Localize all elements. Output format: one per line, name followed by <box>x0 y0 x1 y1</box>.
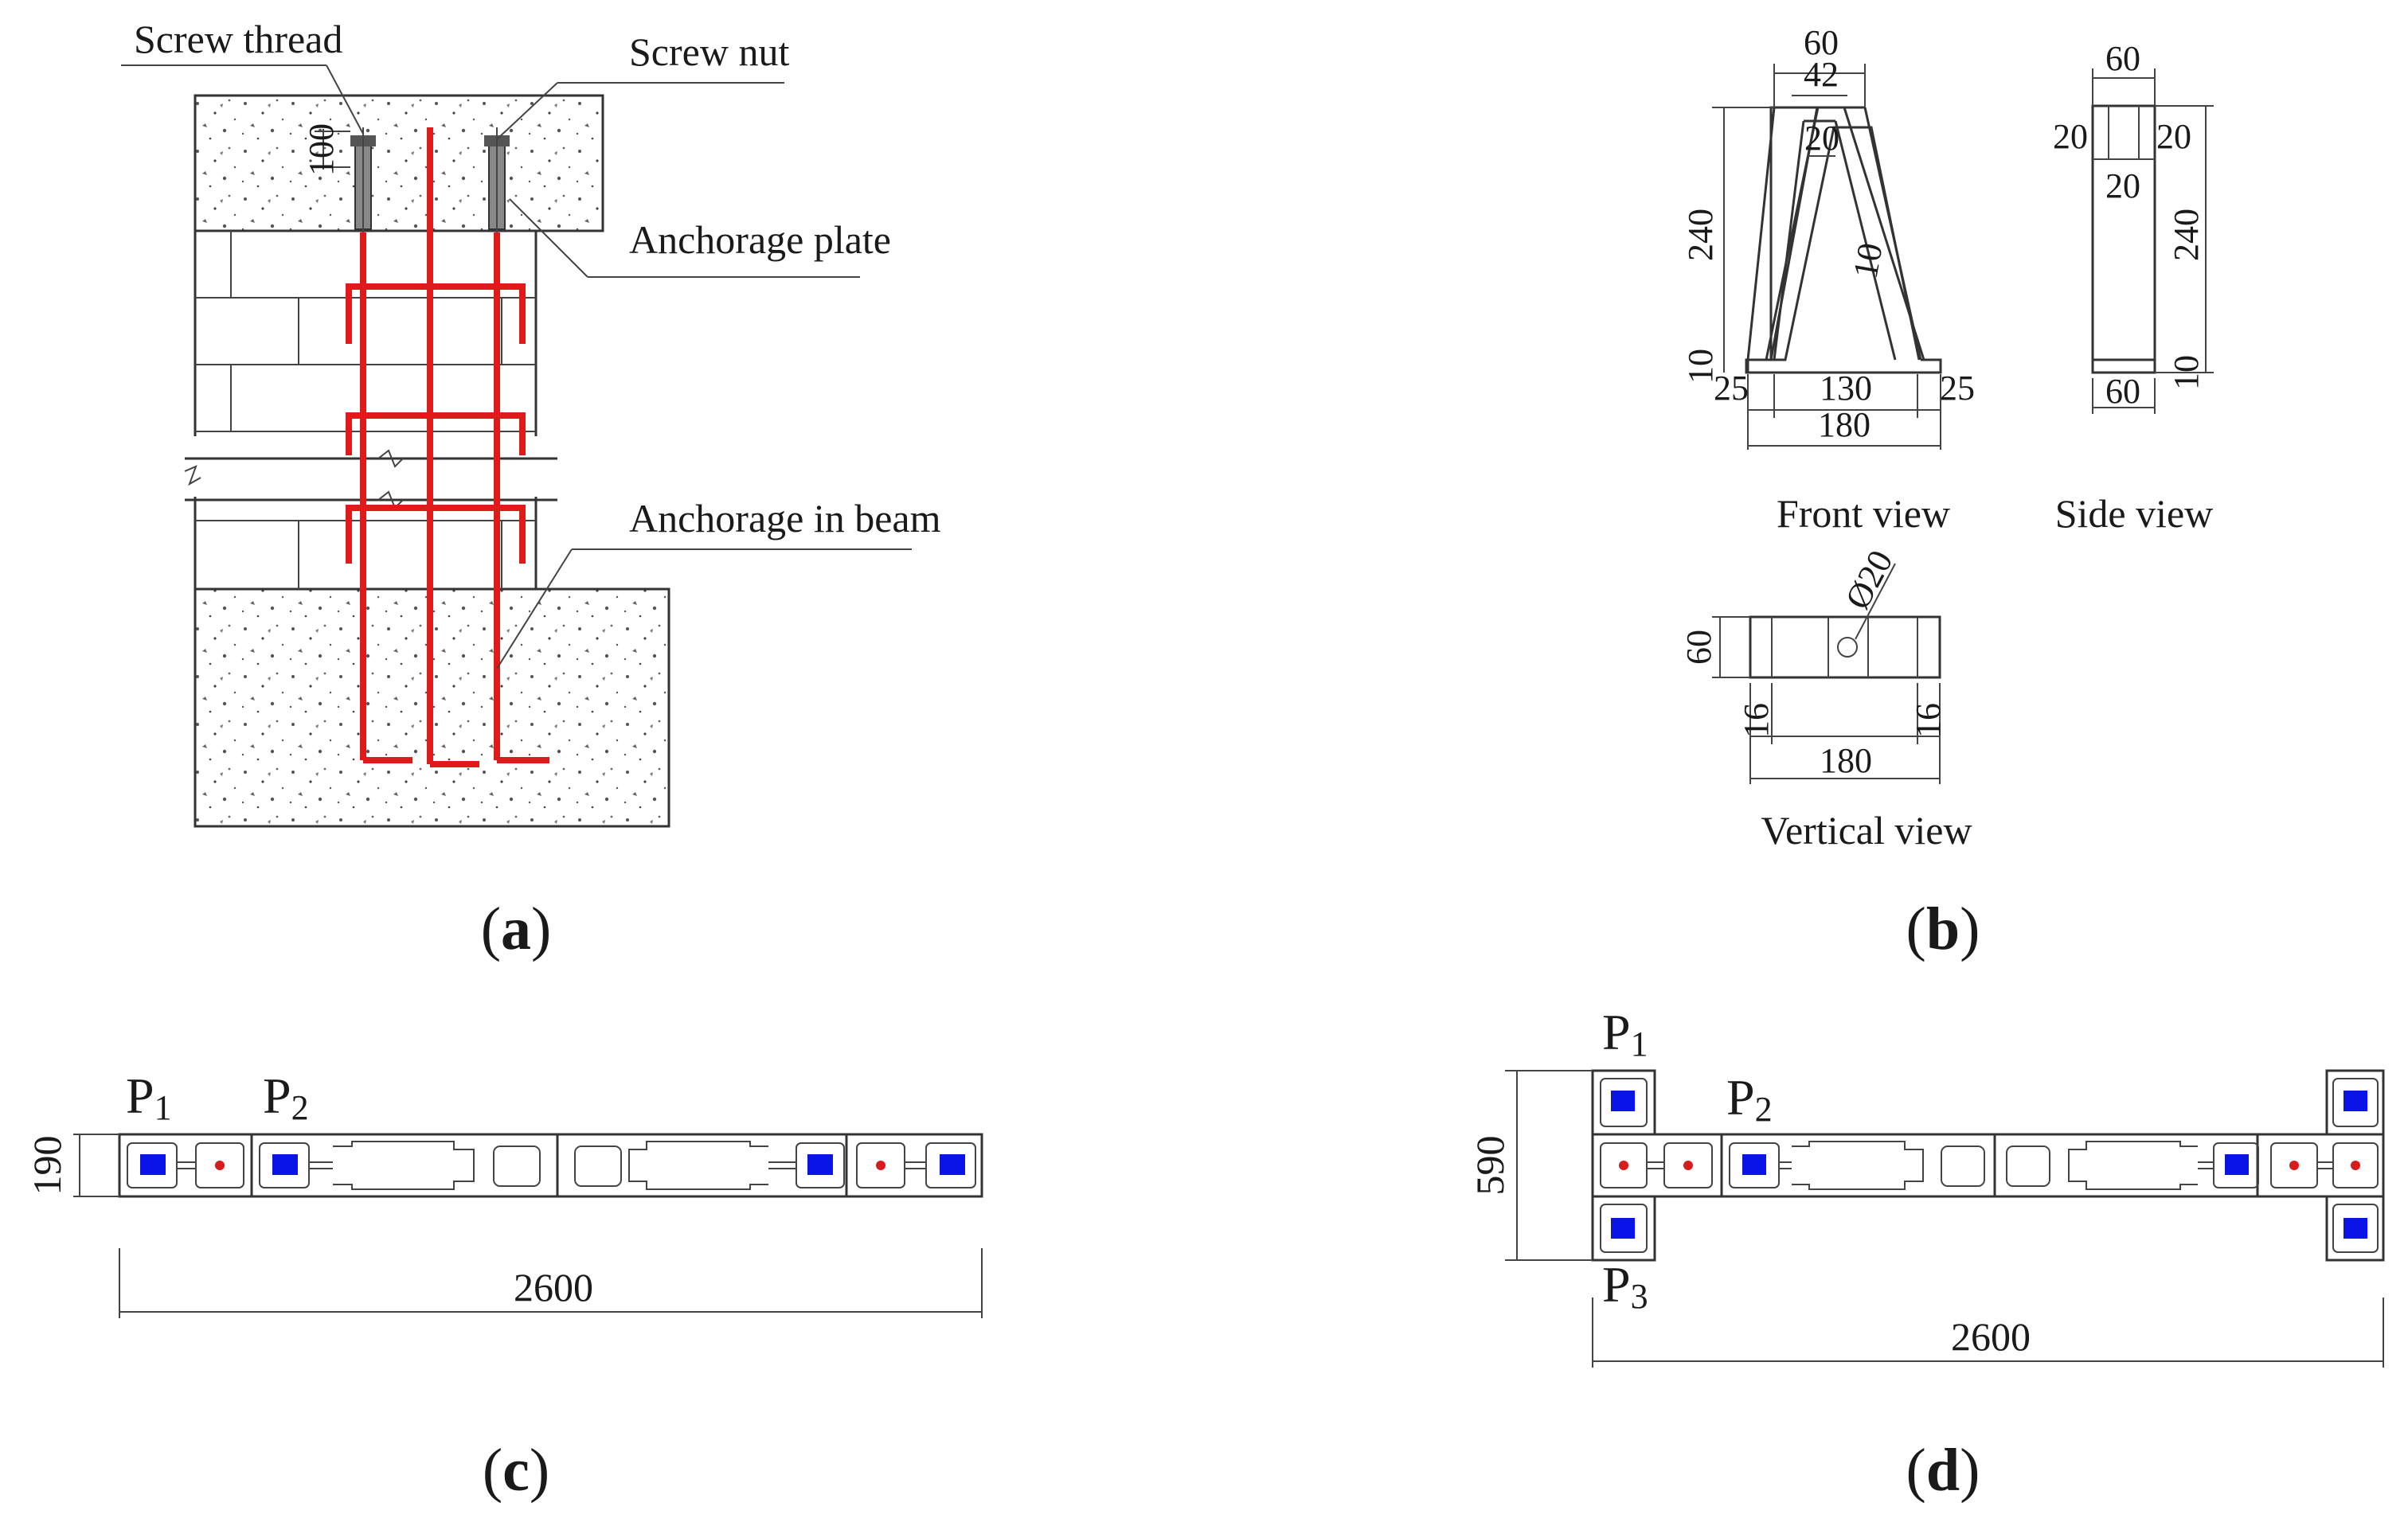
fv-dim-20: 20 <box>1804 119 1839 158</box>
point-label-p2-c: P2 <box>263 1067 309 1127</box>
vv-dim-180: 180 <box>1820 741 1872 780</box>
rebar-dots-c <box>215 1161 885 1170</box>
rebar-dots-d <box>1619 1161 2360 1170</box>
label-anchorage-in-beam: Anchorage in beam <box>629 496 941 541</box>
point-label-p1-c: P1 <box>126 1067 172 1127</box>
fv-dim-25-right: 25 <box>1940 369 1975 408</box>
sv-dim-240: 240 <box>2167 209 2206 261</box>
sv-dim-20-mid: 20 <box>2105 166 2140 205</box>
vv-dim-hole: Ø20 <box>1838 544 1901 615</box>
top-concrete-block <box>194 94 604 232</box>
callout-screw-nut: Screw nut <box>496 29 789 140</box>
fv-dim-130: 130 <box>1820 369 1872 408</box>
sv-dim-60-bottom: 60 <box>2105 372 2140 411</box>
panel-d: P1 P2 P3 590 2600 (d) <box>1468 1004 2385 1504</box>
panel-tag-a: (a) <box>481 896 552 962</box>
caption-side-view: Side view <box>2055 491 2214 536</box>
vv-dim-60: 60 <box>1679 630 1718 665</box>
dim-thread-length: 100 <box>302 123 350 176</box>
fv-dim-25-left: 25 <box>1714 369 1749 408</box>
sv-dim-20-right: 20 <box>2156 117 2191 156</box>
fv-dim-180: 180 <box>1818 405 1870 444</box>
sv-dim-10: 10 <box>2167 355 2206 390</box>
panel-tag-b: (b) <box>1906 896 1980 962</box>
panel-c: P1 P2 190 2600 (c) <box>25 1067 983 1504</box>
dim-100: 100 <box>302 123 341 176</box>
panel-b: 60 42 20 240 10 10 25 130 25 180 Front v… <box>1679 23 2214 962</box>
label-anchorage-plate: Anchorage plate <box>629 217 891 262</box>
label-screw-thread: Screw thread <box>134 17 342 61</box>
dim-height-d: 590 <box>1468 1070 1593 1261</box>
point-label-p1-d: P1 <box>1602 1004 1648 1064</box>
dim-length-c: 2600 <box>119 1248 983 1318</box>
dim-190: 190 <box>25 1136 69 1196</box>
sv-dim-20-left: 20 <box>2053 117 2088 156</box>
dim-height-c: 190 <box>25 1134 119 1197</box>
vv-dim-16-left: 16 <box>1737 703 1776 738</box>
anchor-plates-d <box>1611 1091 2367 1239</box>
label-screw-nut: Screw nut <box>629 29 789 74</box>
fv-dim-60: 60 <box>1804 23 1839 62</box>
caption-vertical-view: Vertical view <box>1761 808 1972 853</box>
vertical-view: Ø20 60 16 16 180 Vertical view <box>1679 544 1972 853</box>
vv-dim-16-right: 16 <box>1909 703 1948 738</box>
side-view: 60 20 20 20 240 10 60 Side view <box>2053 39 2214 536</box>
fv-dim-240: 240 <box>1681 209 1720 261</box>
panel-tag-c: (c) <box>483 1437 549 1504</box>
callout-anchorage-in-beam: Anchorage in beam <box>496 496 941 669</box>
point-label-p2-d: P2 <box>1726 1069 1773 1129</box>
fv-dim-10-wall: 10 <box>1846 240 1890 282</box>
anchor-plates-c <box>140 1154 965 1175</box>
plan-wall-d <box>1591 1069 2385 1262</box>
caption-front-view: Front view <box>1777 491 1950 536</box>
point-label-p3-d: P3 <box>1602 1256 1648 1316</box>
front-view: 60 42 20 240 10 10 25 130 25 180 Front v… <box>1681 23 1975 536</box>
callout-screw-thread: Screw thread <box>121 17 364 135</box>
anchor-rods <box>350 127 510 232</box>
panel-a: 100 Screw thread Screw nut Anchorage pla… <box>121 17 941 962</box>
callout-anchorage-plate: Anchorage plate <box>509 198 891 278</box>
fv-dim-10-base: 10 <box>1681 349 1720 384</box>
dim-length-d: 2600 <box>1592 1298 2384 1368</box>
plan-wall-c <box>118 1133 983 1198</box>
fv-dim-42: 42 <box>1804 55 1839 94</box>
panel-tag-d: (d) <box>1906 1437 1980 1504</box>
sv-dim-60-top: 60 <box>2105 39 2140 78</box>
dim-2600-d: 2600 <box>1951 1314 2031 1359</box>
reinforcement-bars <box>346 127 549 767</box>
dim-590: 590 <box>1468 1136 1512 1196</box>
dim-2600-c: 2600 <box>514 1265 593 1309</box>
